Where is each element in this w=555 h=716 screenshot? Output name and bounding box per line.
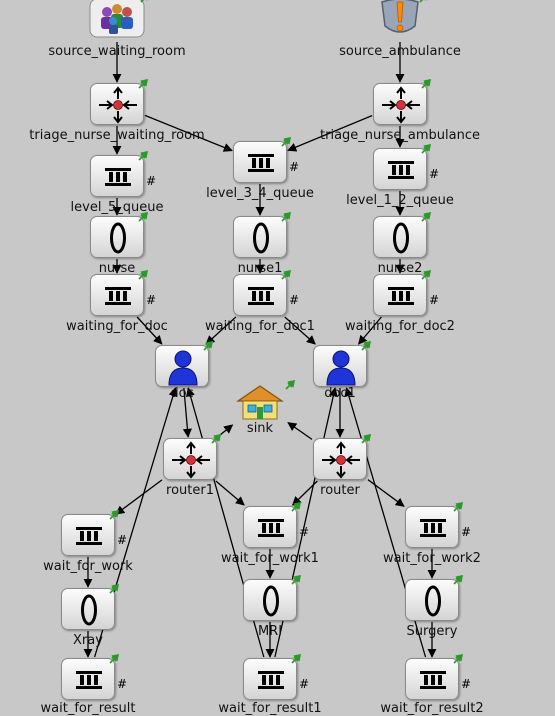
server-icon[interactable] bbox=[243, 579, 297, 621]
module-label: wait_for_result2 bbox=[380, 701, 484, 716]
module-label: doc bbox=[170, 386, 194, 401]
hash-marker: # bbox=[429, 293, 440, 307]
hash-marker: # bbox=[461, 677, 472, 691]
pin-icon bbox=[453, 653, 464, 664]
queue-icon[interactable] bbox=[61, 514, 115, 556]
pin-icon bbox=[203, 340, 214, 351]
pin-icon bbox=[453, 501, 464, 512]
module-label: wait_for_work1 bbox=[221, 551, 319, 566]
pin-icon bbox=[291, 653, 302, 664]
person-icon[interactable] bbox=[313, 345, 367, 387]
module-label: nurse1 bbox=[237, 261, 283, 276]
pin-icon bbox=[138, 78, 149, 89]
module-label: waiting_for_doc bbox=[66, 319, 168, 334]
pin-icon bbox=[421, 269, 432, 280]
module-label: level_1_2_queue bbox=[346, 193, 454, 208]
module-label: triage_nurse_waiting_room bbox=[29, 128, 205, 143]
module-label: level_5_queue bbox=[70, 200, 164, 215]
hash-marker: # bbox=[146, 293, 157, 307]
router-icon[interactable] bbox=[163, 438, 217, 480]
module-label: triage_nurse_ambulance bbox=[320, 128, 480, 143]
pin-icon bbox=[421, 211, 432, 222]
pin-icon bbox=[138, 269, 149, 280]
hash-marker: # bbox=[289, 160, 300, 174]
pin-icon bbox=[109, 653, 120, 664]
hash-marker: # bbox=[117, 677, 128, 691]
pin-icon bbox=[140, 0, 149, 3]
pin-icon bbox=[281, 136, 292, 147]
pin-icon bbox=[453, 574, 464, 585]
queue-icon[interactable] bbox=[90, 274, 144, 316]
module-label: sink bbox=[246, 421, 274, 436]
server-icon[interactable] bbox=[90, 216, 144, 258]
module-label: nurse2 bbox=[377, 261, 423, 276]
module-label: level_3_4_queue bbox=[206, 186, 314, 201]
queue-icon[interactable] bbox=[405, 658, 459, 700]
module-label: MRI bbox=[257, 624, 283, 639]
module-label: wait_for_result bbox=[40, 701, 136, 716]
server-icon[interactable] bbox=[373, 216, 427, 258]
pin-icon bbox=[291, 574, 302, 585]
module-label: router1 bbox=[166, 483, 214, 498]
module-label: wait_for_result1 bbox=[218, 701, 322, 716]
pin-icon bbox=[361, 433, 372, 444]
pin-icon bbox=[109, 583, 120, 594]
router-icon[interactable] bbox=[90, 83, 144, 125]
router-icon[interactable] bbox=[373, 83, 427, 125]
module-label: router bbox=[320, 483, 360, 498]
server-icon[interactable] bbox=[61, 588, 115, 630]
pin-icon bbox=[291, 501, 302, 512]
queue-icon[interactable] bbox=[405, 506, 459, 548]
module-label: waiting_for_doc1 bbox=[205, 319, 315, 334]
pin-icon bbox=[421, 78, 432, 89]
queue-icon[interactable] bbox=[243, 658, 297, 700]
hash-marker: # bbox=[289, 293, 300, 307]
pin-icon bbox=[138, 211, 149, 222]
module-label: nurse bbox=[98, 261, 136, 276]
pin-icon bbox=[361, 340, 372, 351]
pin-icon bbox=[421, 143, 432, 154]
hash-marker: # bbox=[117, 533, 128, 547]
hash-marker: # bbox=[461, 525, 472, 539]
module-label: wait_for_work2 bbox=[383, 551, 481, 566]
pin-icon bbox=[281, 211, 292, 222]
hash-marker: # bbox=[146, 174, 157, 188]
module-label: wait_for_work bbox=[43, 559, 133, 574]
module-label: Xray bbox=[73, 633, 103, 648]
pin-icon bbox=[109, 509, 120, 520]
queue-icon[interactable] bbox=[233, 141, 287, 183]
people-group-icon[interactable] bbox=[87, 0, 147, 44]
server-icon[interactable] bbox=[233, 216, 287, 258]
hash-marker: # bbox=[299, 525, 310, 539]
server-icon[interactable] bbox=[405, 579, 459, 621]
module-label: doc1 bbox=[324, 386, 356, 401]
pin-icon bbox=[138, 150, 149, 161]
router-icon[interactable] bbox=[313, 438, 367, 480]
house-icon[interactable] bbox=[234, 383, 286, 427]
queue-icon[interactable] bbox=[373, 274, 427, 316]
hash-marker: # bbox=[429, 167, 440, 181]
person-icon[interactable] bbox=[155, 345, 209, 387]
pin-icon bbox=[211, 433, 222, 444]
queue-icon[interactable] bbox=[61, 658, 115, 700]
module-label: source_waiting_room bbox=[48, 44, 186, 59]
pin-icon bbox=[281, 269, 292, 280]
module-label: source_ambulance bbox=[339, 44, 461, 59]
queue-icon[interactable] bbox=[233, 274, 287, 316]
queue-icon[interactable] bbox=[243, 506, 297, 548]
queue-icon[interactable] bbox=[373, 148, 427, 190]
pin-icon bbox=[285, 379, 296, 390]
queue-icon[interactable] bbox=[90, 155, 144, 197]
exclamation-shield-icon[interactable] bbox=[370, 0, 430, 44]
hash-marker: # bbox=[299, 677, 310, 691]
module-label: Surgery bbox=[406, 624, 458, 639]
module-label: waiting_for_doc2 bbox=[345, 319, 455, 334]
pin-icon bbox=[419, 0, 428, 3]
